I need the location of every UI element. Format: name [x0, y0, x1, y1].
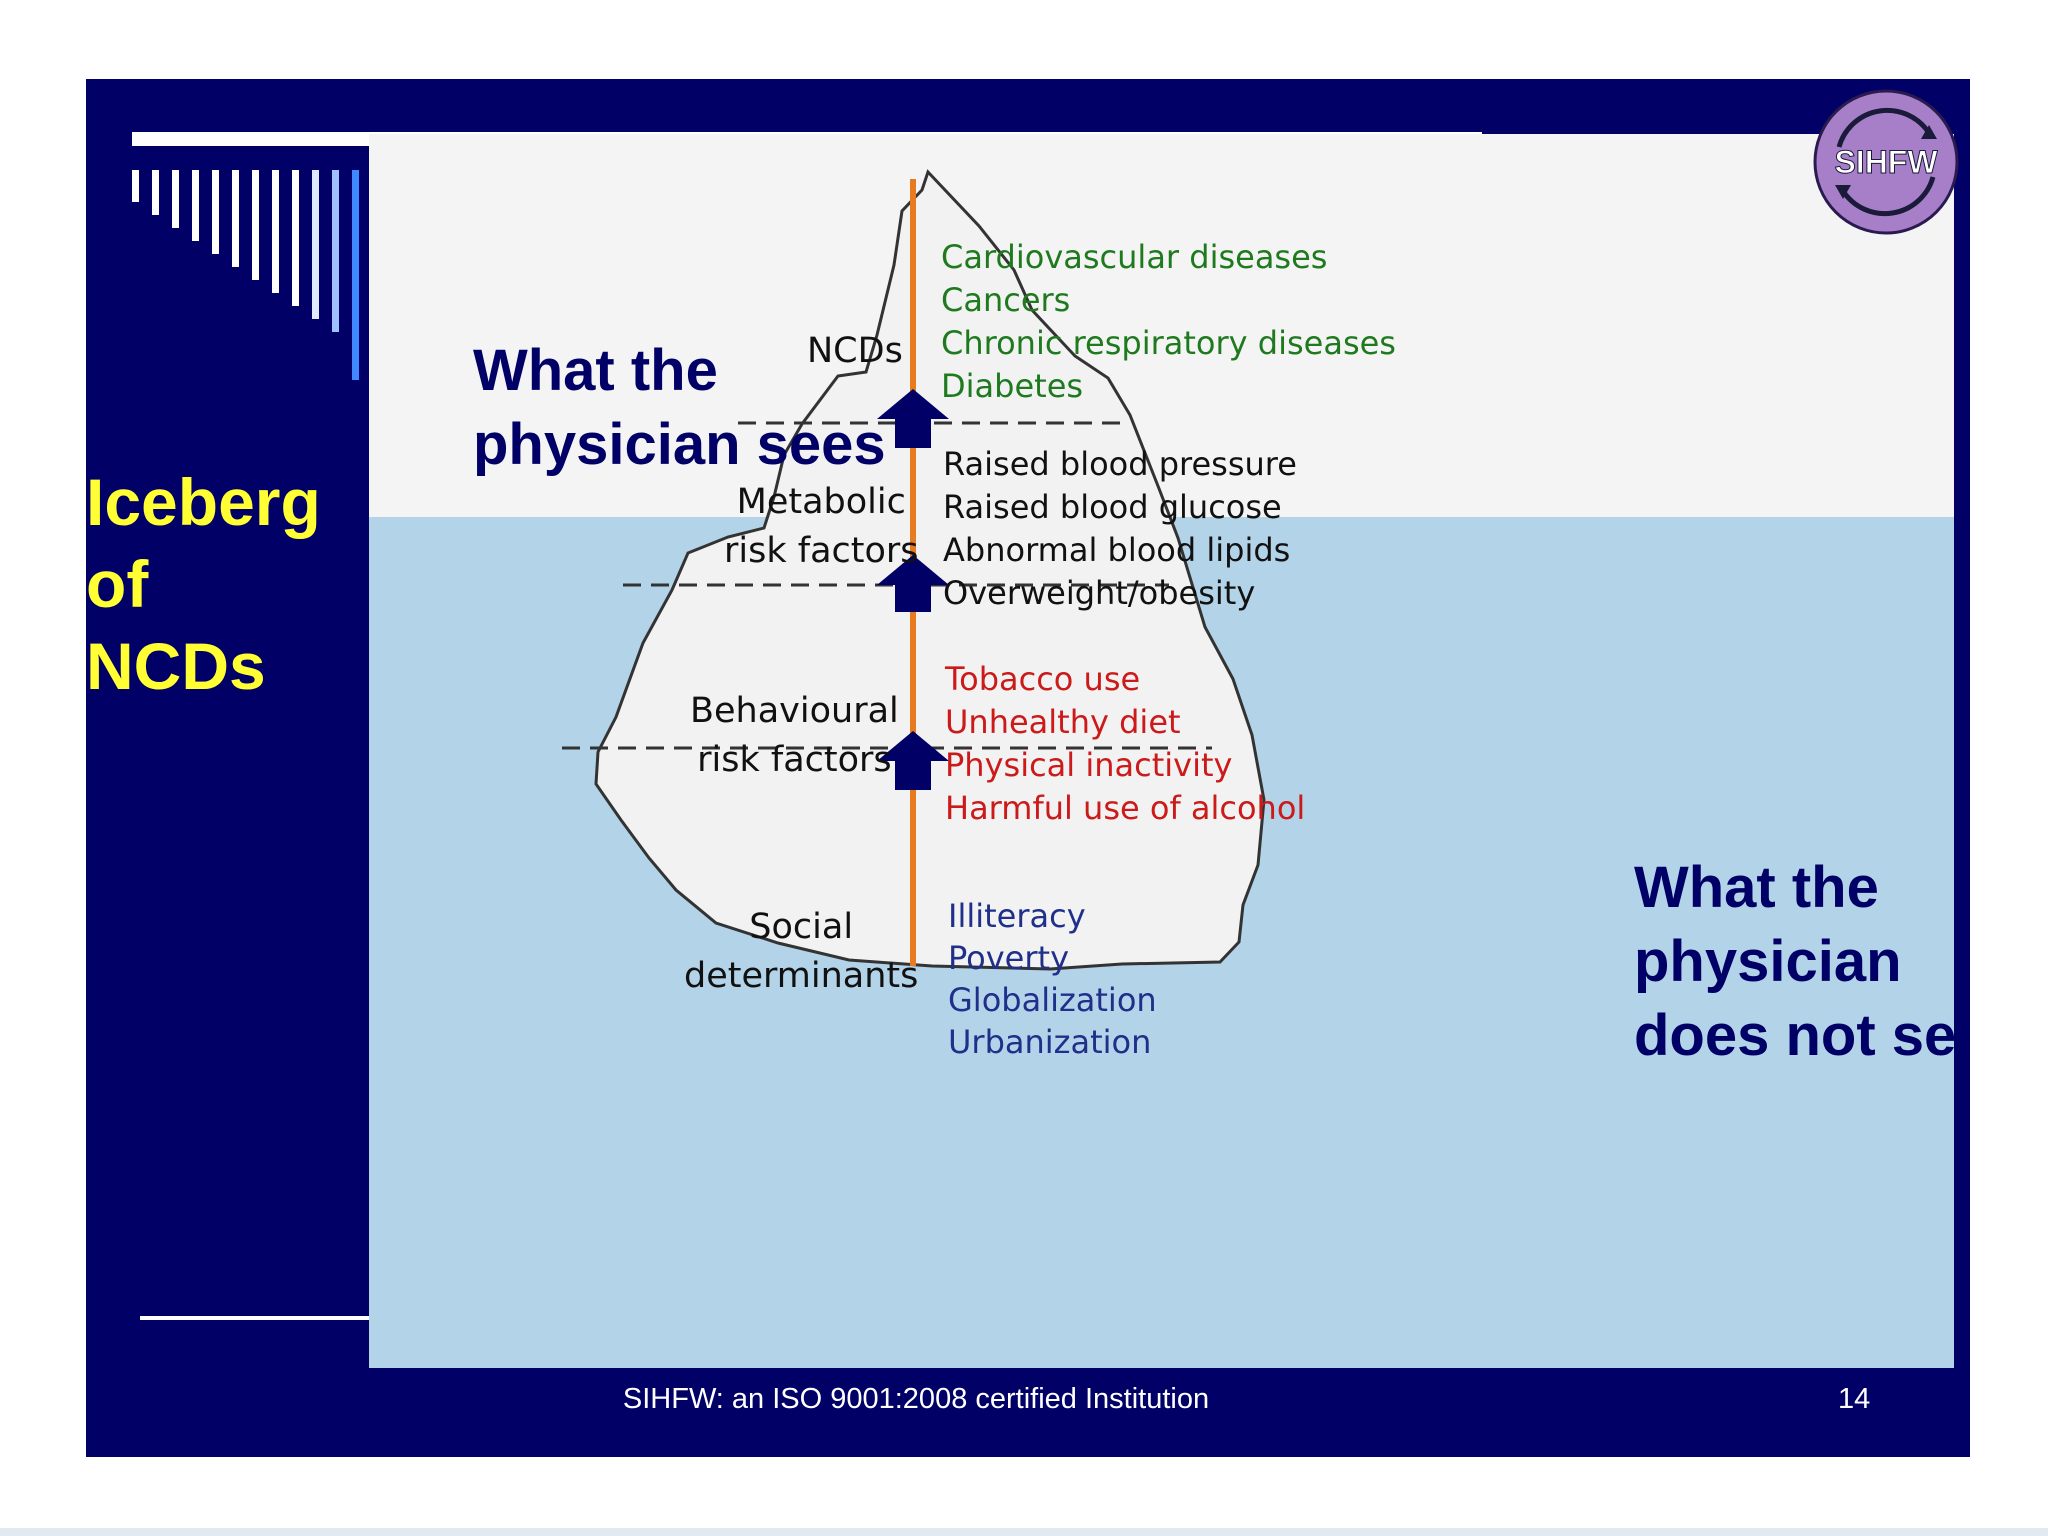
page-bottom-strip — [0, 1528, 2048, 1536]
logo-text: SIHFW — [1834, 144, 1938, 180]
caption-line: does not see — [1634, 1003, 1954, 1068]
decor-bar — [232, 170, 239, 267]
slide-left-rule — [140, 1316, 455, 1320]
seen-caption: What the physician sees — [473, 334, 886, 482]
level-label-metabolic: Metabolic risk factors — [724, 478, 919, 576]
list-item: Overweight/obesity — [943, 574, 1256, 612]
decor-bar — [212, 170, 219, 254]
iceberg-diagram — [562, 169, 1266, 971]
up-arrow-icon — [877, 389, 949, 448]
level-label-ncds: NCDs — [807, 327, 903, 376]
decor-bar — [252, 170, 259, 280]
caption-line: physician — [1634, 929, 1902, 994]
level-label-line: determinants — [684, 956, 919, 996]
behavioural-items: Tobacco use Unhealthy diet Physical inac… — [945, 658, 1305, 830]
list-item: Chronic respiratory diseases — [941, 324, 1396, 362]
level-label-line: risk factors — [697, 740, 892, 780]
level-label-social: Social determinants — [684, 903, 918, 1001]
ncd-items: Cardiovascular diseases Cancers Chronic … — [941, 236, 1396, 408]
list-item: Raised blood pressure — [943, 445, 1297, 483]
list-item: Globalization — [948, 981, 1157, 1019]
slide: Iceberg of NCDs What the physician sees … — [86, 79, 1970, 1457]
slide-title: Iceberg of NCDs — [86, 461, 366, 707]
list-item: Unhealthy diet — [945, 703, 1181, 741]
list-item: Poverty — [948, 939, 1069, 977]
up-arrow-icon — [877, 555, 949, 612]
list-item: Illiteracy — [948, 897, 1086, 935]
list-item: Urbanization — [948, 1023, 1152, 1061]
caption-line: What the — [1634, 855, 1879, 920]
title-line: of — [86, 547, 149, 621]
level-label-line: Metabolic — [736, 482, 906, 522]
level-label-behavioural: Behavioural risk factors — [690, 687, 899, 785]
decor-bar — [172, 170, 179, 228]
list-item: Tobacco use — [945, 660, 1141, 698]
decor-bar — [352, 170, 359, 380]
caption-line: What the — [473, 338, 718, 403]
iceberg-panel: What the physician sees What the physici… — [369, 134, 1954, 1368]
decor-bar — [332, 170, 339, 332]
footer-text: SIHFW: an ISO 9001:2008 certified Instit… — [622, 1383, 1210, 1415]
title-line: NCDs — [86, 629, 266, 703]
page-number: 14 — [1838, 1383, 1871, 1415]
social-items: Illiteracy Poverty Globalization Urbaniz… — [948, 895, 1157, 1063]
decor-bar — [312, 170, 319, 319]
title-line: Iceberg — [86, 465, 321, 539]
list-item: Cancers — [941, 281, 1071, 319]
level-label-line: Behavioural — [690, 691, 899, 731]
decor-bar — [272, 170, 279, 293]
decor-bar — [152, 170, 159, 215]
list-item: Physical inactivity — [945, 746, 1233, 784]
sihfw-logo: SIHFW — [1813, 89, 1959, 235]
list-item: Cardiovascular diseases — [941, 238, 1328, 276]
decor-bar — [132, 170, 139, 202]
slide-footer: SIHFW: an ISO 9001:2008 certified Instit… — [86, 1379, 1970, 1423]
level-label-line: risk factors — [724, 531, 919, 571]
level-label-line: NCDs — [807, 331, 903, 371]
up-arrow-icon — [877, 731, 949, 790]
decor-bar — [192, 170, 199, 241]
list-item: Raised blood glucose — [943, 488, 1282, 526]
unseen-caption: What the physician does not see — [1634, 851, 1954, 1073]
caption-line: physician sees — [473, 412, 886, 477]
list-item: Abnormal blood lipids — [943, 531, 1291, 569]
metabolic-items: Raised blood pressure Raised blood gluco… — [943, 443, 1297, 615]
decor-bar — [292, 170, 299, 306]
list-item: Harmful use of alcohol — [945, 789, 1306, 827]
list-item: Diabetes — [941, 367, 1084, 405]
above-water-area — [369, 134, 1954, 517]
level-label-line: Social — [749, 907, 854, 947]
